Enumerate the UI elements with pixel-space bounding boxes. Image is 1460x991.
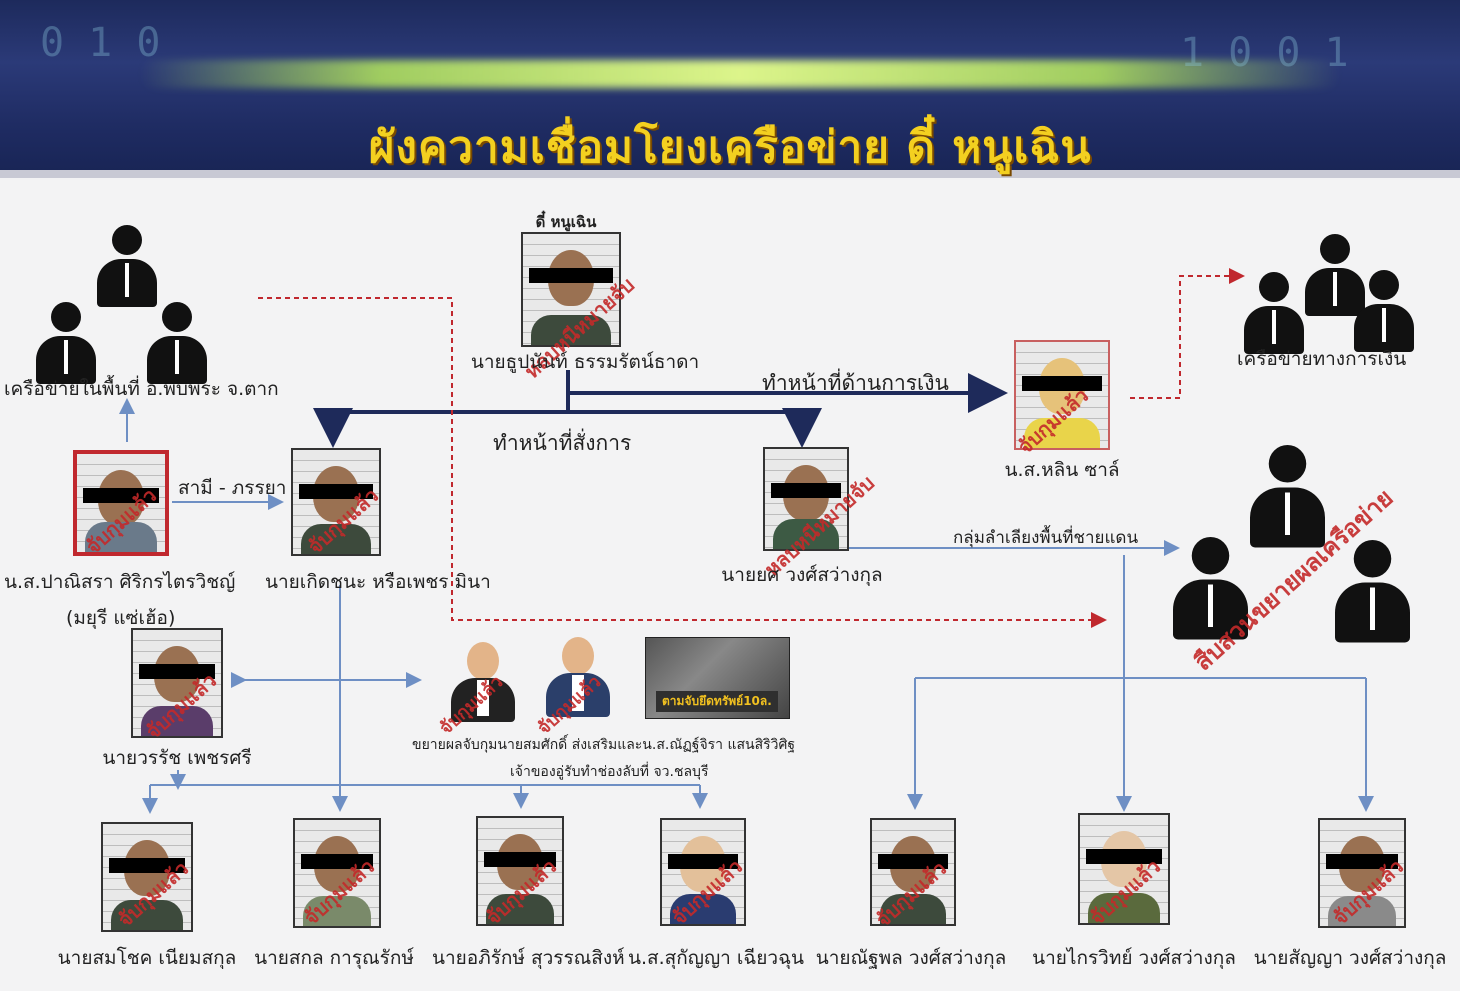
person-icon [1335, 540, 1410, 643]
panisara-photo [73, 450, 169, 556]
bottom-photo [476, 816, 564, 926]
leader-tag: ดี๋ หนูเฉิน [535, 213, 597, 231]
bottom-name: นายสัญญา วงศ์สว่างกุล [1253, 947, 1447, 969]
lin-photo [1014, 340, 1110, 450]
command-role-label: ทำหน้าที่สั่งการ [493, 431, 632, 455]
bottom-name: นายไกรวิทย์ วงศ์สว่างกุล [1032, 947, 1236, 969]
deco-glyph: 1 0 0 1 [1180, 30, 1349, 76]
person-icon [36, 302, 96, 384]
bottom-photo [1078, 813, 1170, 925]
person-icon [1244, 272, 1304, 354]
person-icon [147, 302, 207, 384]
wongsawangkul-photo [763, 447, 849, 551]
bottom-photo [660, 818, 746, 926]
page-title: ผังความเชื่อมโยงเครือข่าย ดี๋ หนูเฉิน [368, 122, 1092, 173]
middle-line-1: ขยายผลจับกุมนายสมศักดิ์ ส่งเสริมและน.ส.ณ… [412, 737, 796, 753]
header-banner: 0 1 0 1 0 0 1 [0, 0, 1460, 178]
banner-glow [140, 60, 1340, 88]
middle-line-2: เจ้าของอู่รับทำช่องลับที่ จว.ชลบุรี [510, 764, 709, 780]
bottom-name: นายณัฐพล วงศ์สว่างกุล [815, 947, 1007, 969]
panisara-name: น.ส.ปาณิสรา ศิริกรไตรวิชญ์ [4, 571, 236, 593]
news-caption: ตามจับยึดทรัพย์10ล. [656, 691, 778, 712]
bottom-name: นายสมโชค เนียมสกุล [57, 947, 237, 969]
leader-photo [521, 232, 621, 347]
bottom-name: นายสกล การุณรักษ์ [254, 947, 414, 969]
kerdchana-photo [291, 448, 381, 556]
kerdchana-name: นายเกิดชนะ หรือเพชร มินา [265, 571, 491, 593]
wongsawangkul-name: นายยศ วงศ์สว่างกุล [721, 564, 883, 586]
group-local-label: เครือข่ายในพื้นที่ อ.พบพระ จ.ตาก [4, 378, 279, 400]
bottom-photo [870, 818, 956, 926]
warachat-photo [131, 628, 223, 738]
person-icon [1305, 234, 1365, 316]
border-group-label: กลุ่มลำเลียงพื้นที่ชายแดน [953, 528, 1139, 548]
bottom-name: นายอภิรักษ์ สุวรรณสิงห์ [432, 947, 625, 969]
bottom-name: น.ส.สุกัญญา เฉียวฉุน [628, 947, 805, 969]
person-icon [546, 637, 610, 717]
person-icon [451, 642, 515, 722]
person-icon [1250, 445, 1325, 548]
bottom-photo [101, 822, 193, 932]
person-icon [1173, 537, 1248, 640]
bottom-photo [1318, 818, 1406, 928]
bottom-photo [293, 818, 381, 928]
banner-stripe [0, 170, 1460, 178]
leader-name: นายธูปนันท์ ธรรมรัตน์ธาดา [470, 351, 700, 373]
finance-role-label: ทำหน้าที่ด้านการเงิน [762, 371, 949, 395]
panisara-alias: (มยุรี แซ่เฮ้อ) [66, 607, 176, 629]
warachat-name: นายวรรัช เพชรศรี [102, 747, 252, 769]
group-financial-label: เครือข่ายทางการเงิน [1237, 348, 1407, 370]
spouse-label: สามี - ภรรยา [178, 477, 287, 499]
deco-glyph: 0 1 0 [40, 20, 161, 66]
person-icon [1354, 270, 1414, 352]
news-image: ตามจับยึดทรัพย์10ล. [645, 637, 790, 719]
lin-name: น.ส.หลิน ซาล์ [1004, 459, 1120, 481]
person-icon [97, 225, 157, 307]
